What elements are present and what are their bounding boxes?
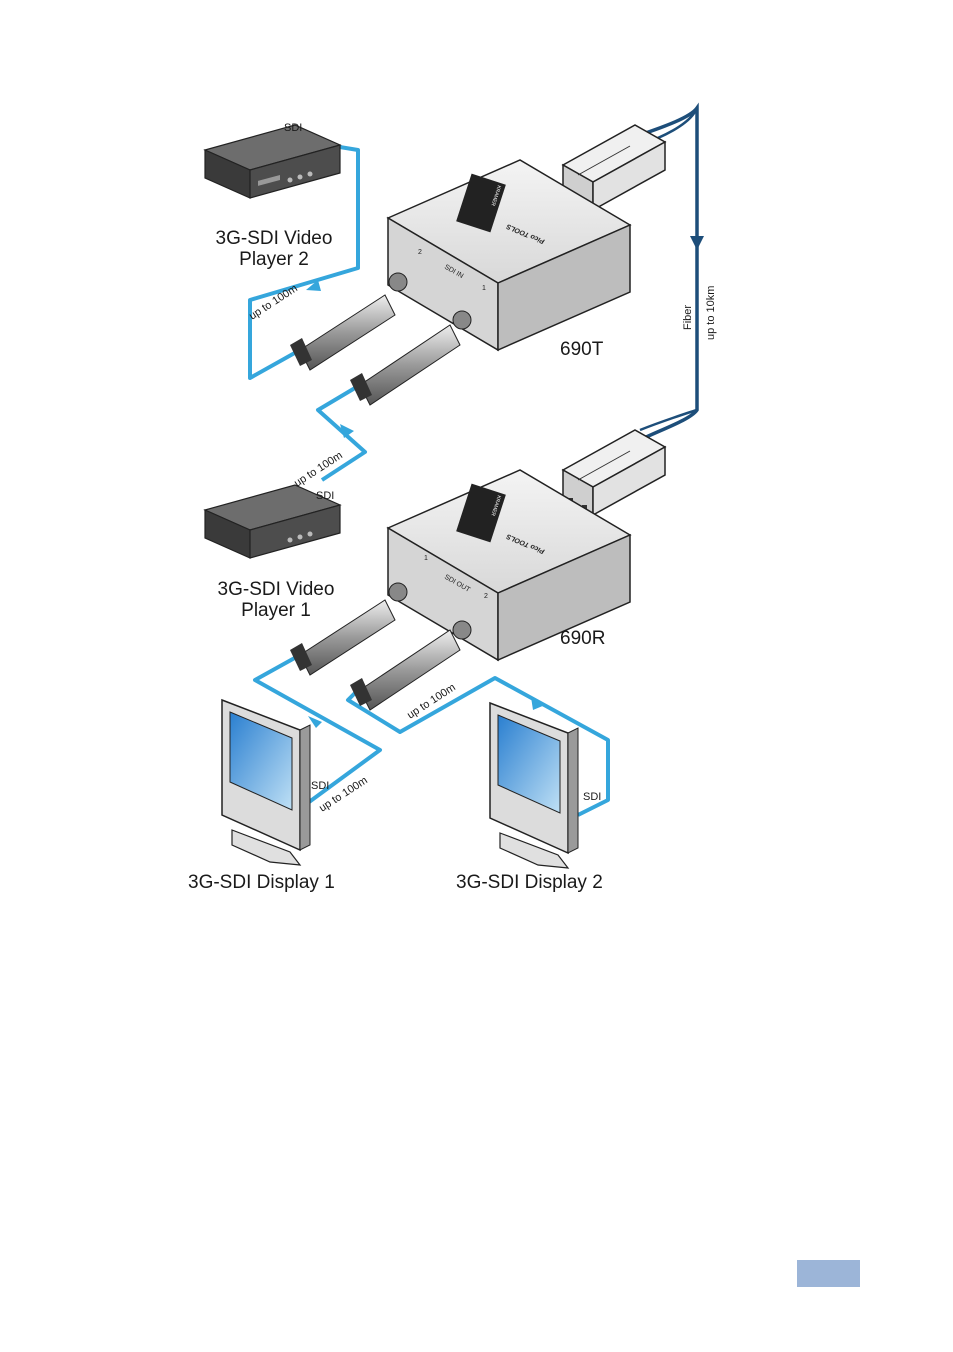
- 690t-port-1-icon: [453, 311, 471, 329]
- cable-arrow-icon: [340, 424, 354, 438]
- 690r-label: 690R: [560, 628, 605, 649]
- display-1-icon: [222, 700, 310, 865]
- sdi-label: SDI: [316, 490, 334, 502]
- fiber-distance-label: up to 10km: [705, 286, 717, 340]
- page-number-box: [797, 1260, 860, 1287]
- 690r-port-1-icon: [389, 583, 407, 601]
- fiber-arrow-icon: [690, 236, 704, 250]
- 690r-port-2-icon: [453, 621, 471, 639]
- sdi-label: SDI: [311, 780, 329, 792]
- 690t-label: 690T: [560, 339, 604, 360]
- display-2-icon: [490, 703, 578, 868]
- 690t-port-1-label: 1: [482, 285, 486, 292]
- sdi-label: SDI: [284, 122, 302, 134]
- 690t-port-2-label: 2: [418, 249, 422, 256]
- sdi-label: SDI: [583, 791, 601, 803]
- fiber-label: Fiber: [682, 305, 694, 330]
- distance-label: up to 100m: [247, 282, 300, 322]
- video-player-2-icon: [205, 125, 340, 198]
- display2-label: 3G-SDI Display 2: [456, 872, 603, 893]
- bnc-plug-icon: [290, 295, 395, 370]
- bnc-plug-icon: [350, 325, 460, 405]
- 690r-port-1-label: 1: [424, 555, 428, 562]
- 690t-port-2-icon: [389, 273, 407, 291]
- 690r-port-2-label: 2: [484, 593, 488, 600]
- display1-label: 3G-SDI Display 1: [188, 872, 335, 893]
